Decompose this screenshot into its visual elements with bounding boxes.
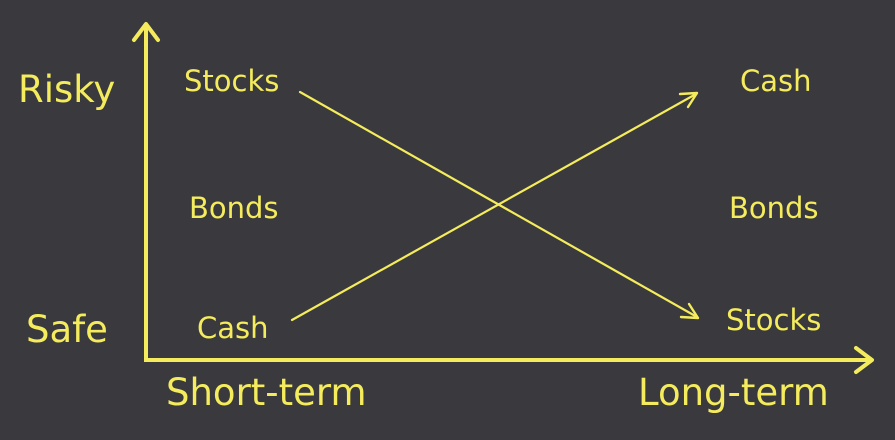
axes [132, 22, 874, 374]
long-term-top-item: Cash [740, 64, 812, 98]
x-axis-left-label: Short-term [166, 371, 367, 414]
short-term-column: Stocks Bonds Cash [184, 64, 279, 345]
y-axis-bottom-label: Safe [26, 308, 108, 351]
short-term-bottom-item: Cash [197, 311, 269, 345]
long-term-bottom-item: Stocks [726, 303, 821, 337]
y-axis-arrowhead [132, 22, 160, 42]
cash-arrow-line [290, 92, 698, 322]
long-term-column: Cash Bonds Stocks [726, 64, 821, 337]
short-term-middle-item: Bonds [189, 191, 279, 225]
x-axis-right-label: Long-term [638, 371, 829, 414]
x-axis-arrowhead [854, 346, 874, 374]
cash-transition-arrow [290, 91, 699, 322]
short-term-top-item: Stocks [184, 64, 279, 98]
stocks-arrowhead [679, 302, 700, 320]
cash-arrowhead [678, 91, 699, 109]
y-axis-top-label: Risky [18, 68, 115, 111]
long-term-middle-item: Bonds [729, 191, 819, 225]
